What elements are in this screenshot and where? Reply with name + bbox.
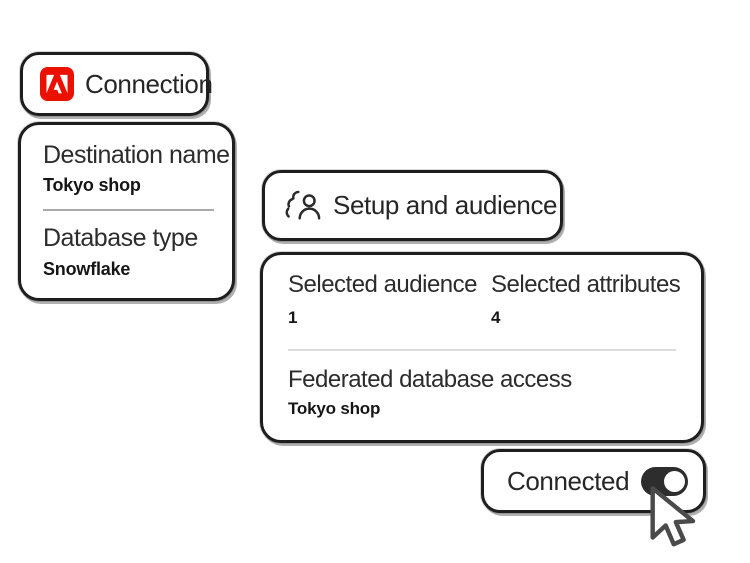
connected-label: Connected [507,465,630,496]
destination-name-label: Destination name [43,141,230,169]
setup-summary-card: Selected audience 1 Selected attributes … [260,252,704,443]
database-type-label: Database type [43,224,198,253]
selected-audience-label: Selected audience [288,271,477,298]
destination-name-field: Destination name Tokyo shop [43,140,230,196]
selected-audience-stat: Selected audience 1 [288,271,491,328]
audience-icon [285,190,321,220]
setup-audience-step-chip[interactable]: Setup and audience [262,170,563,241]
stats-row: Selected audience 1 Selected attributes … [288,271,681,328]
toggle-knob[interactable] [663,470,685,492]
summary-divider [288,349,676,351]
selected-audience-value: 1 [288,308,298,327]
selected-attributes-stat: Selected attributes 4 [491,271,681,328]
federated-access-value: Tokyo shop [288,399,381,418]
database-type-field: Database type Snowflake [43,223,214,279]
federated-access-field: Federated database access Tokyo shop [288,366,676,419]
connection-step-chip[interactable]: Connection [20,52,213,116]
adobe-logo-icon [40,67,74,101]
connected-status-card: Connected [481,449,706,513]
selected-attributes-value: 4 [491,308,501,327]
connection-chip-label: Connection [85,68,213,99]
field-divider [43,209,214,212]
federated-access-label: Federated database access [288,366,572,393]
setup-chip-label: Setup and audience [333,190,558,220]
selected-attributes-label: Selected attributes [491,271,681,298]
destination-name-value: Tokyo shop [43,175,141,196]
connected-toggle[interactable] [641,466,688,496]
connection-details-card: Destination name Tokyo shop Database typ… [18,122,235,301]
database-type-value: Snowflake [43,258,131,279]
